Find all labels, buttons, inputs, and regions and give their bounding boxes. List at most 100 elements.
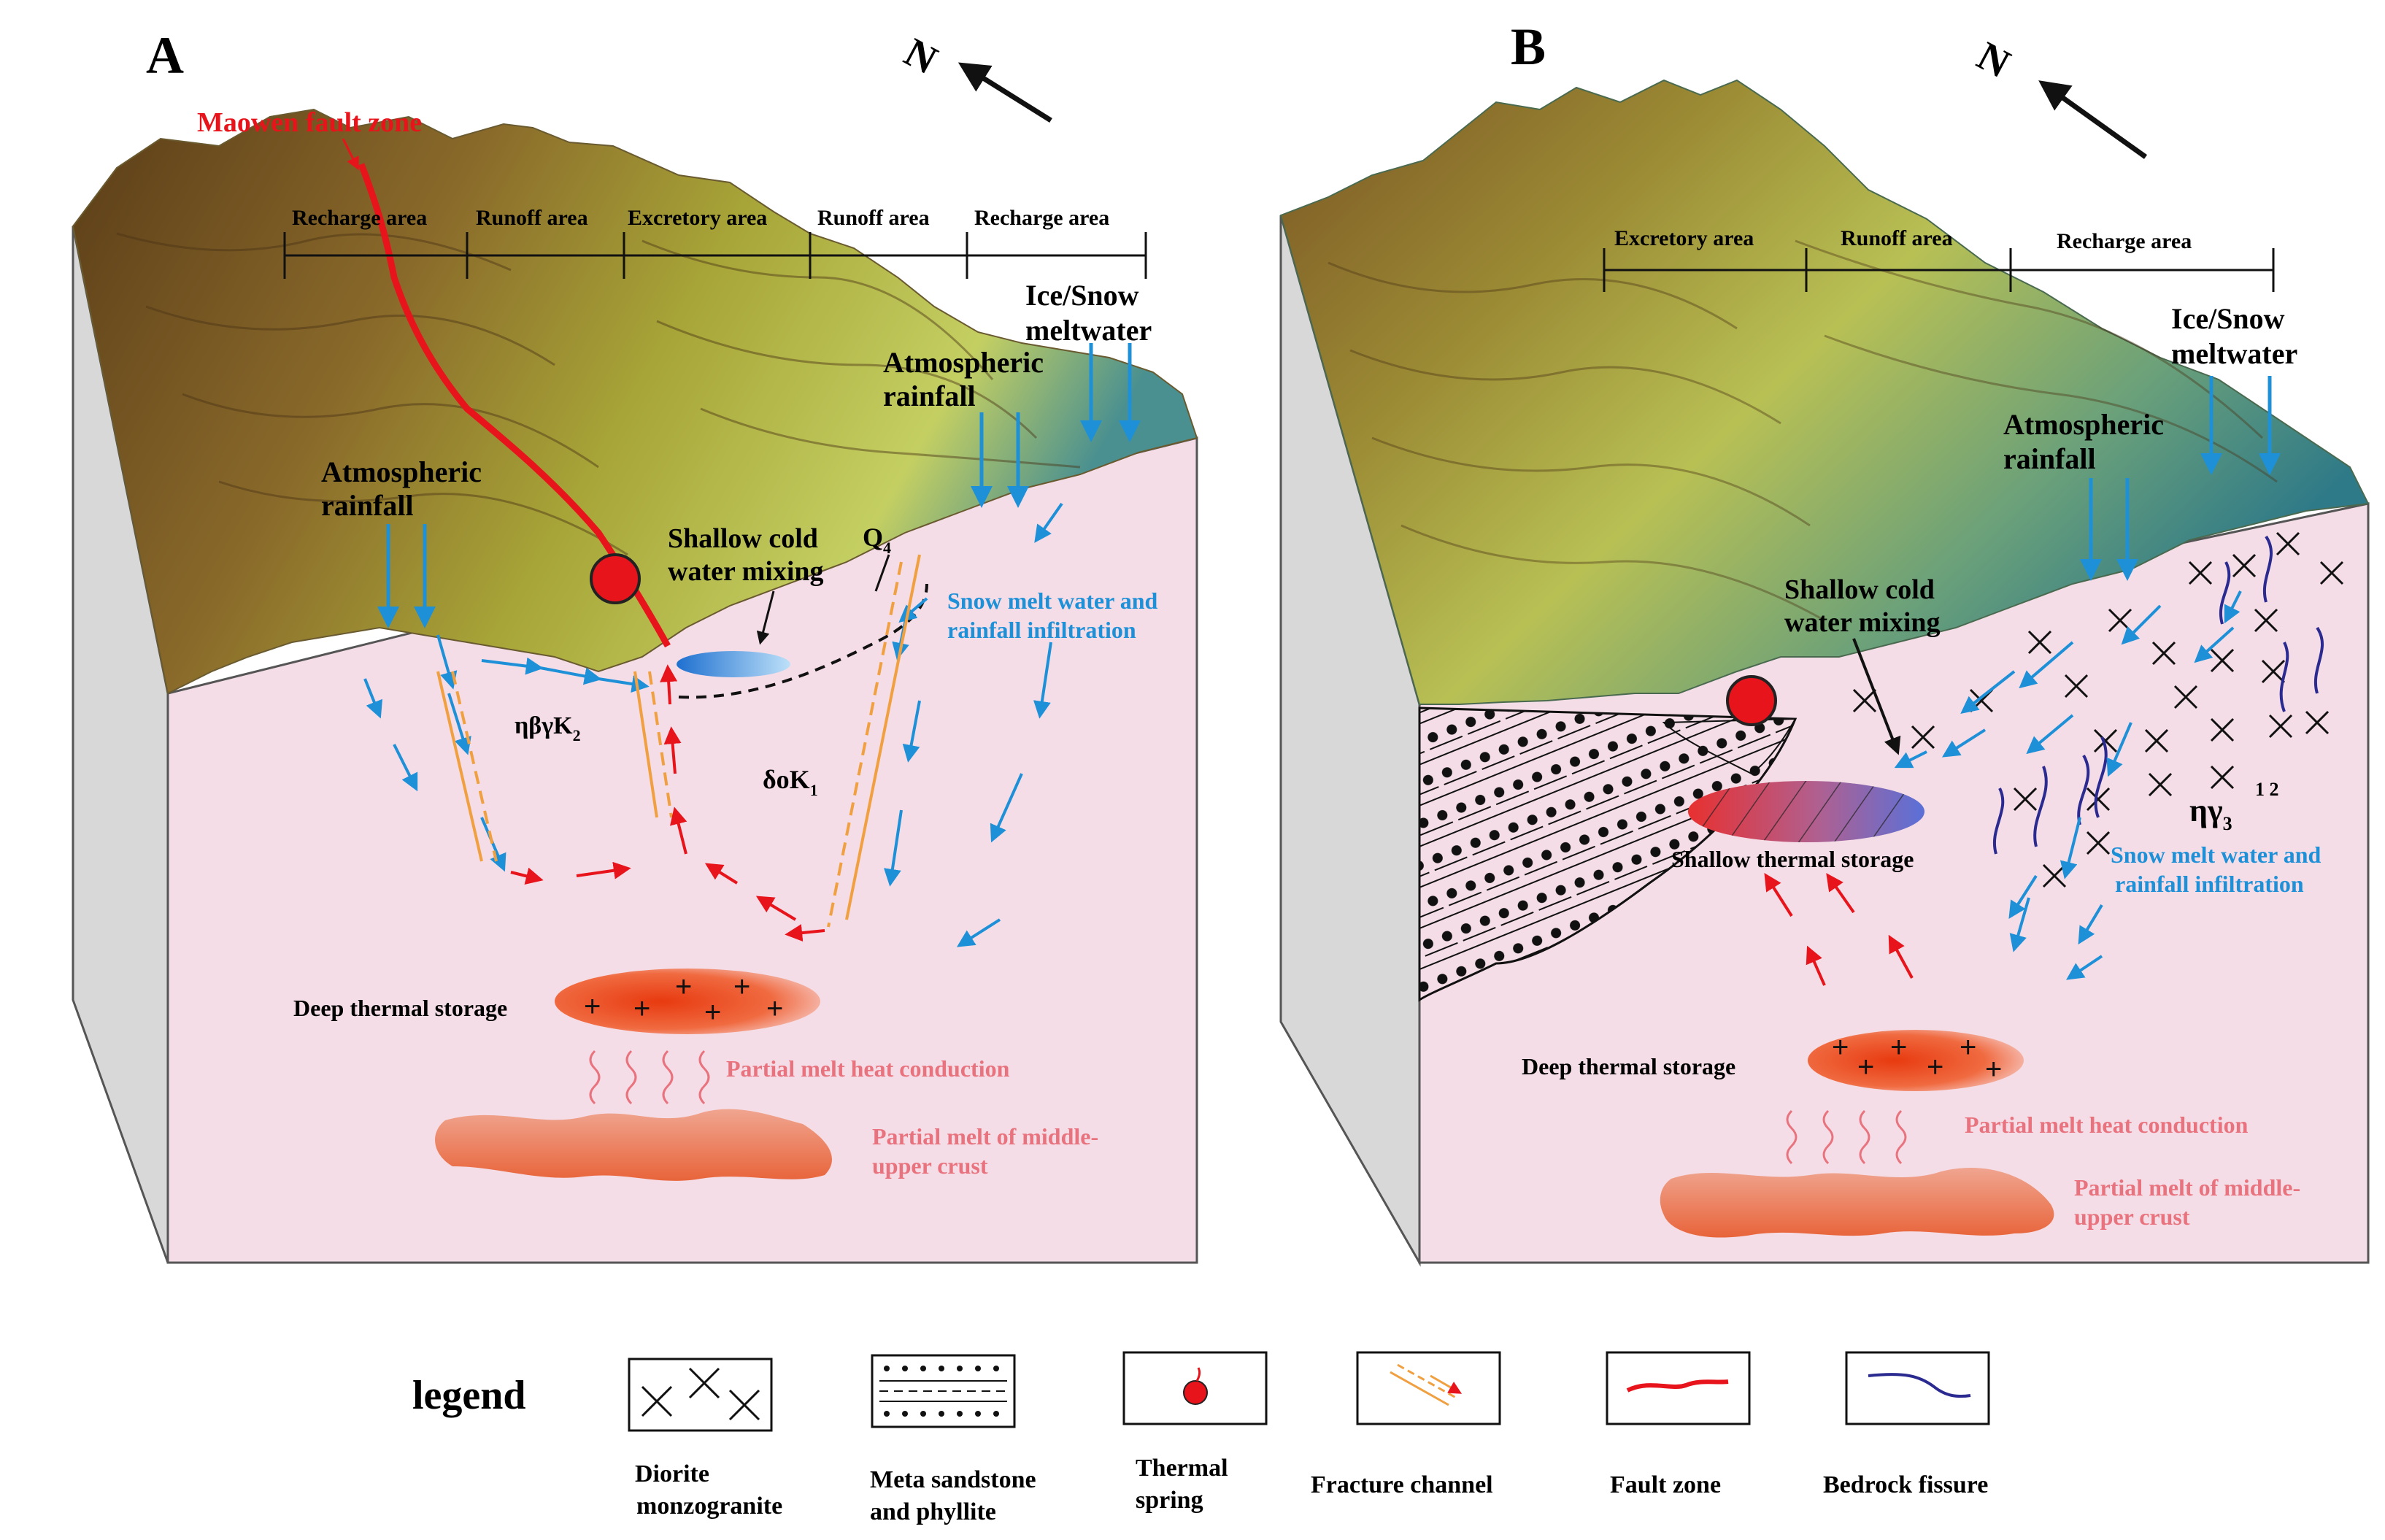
legend-item-fracture-channel: Fracture channel	[1311, 1351, 1501, 1498]
legend-label-2: spring	[1136, 1487, 1203, 1514]
north-label: N	[1970, 34, 2017, 88]
svg-text:+: +	[584, 990, 601, 1023]
legend: legend Diorite monzogranite M	[412, 1351, 1990, 1525]
q4-label: Q4	[863, 523, 891, 557]
q4-leader	[874, 554, 890, 592]
fault-zone-icon	[1626, 1379, 1729, 1393]
snow-infiltration-label-1: Snow melt water and	[947, 588, 1158, 614]
partial-melt-label-2: upper crust	[2074, 1204, 2190, 1230]
ice-snow-label-2: meltwater	[1025, 314, 1152, 347]
legend-label-1: Thermal	[1136, 1455, 1228, 1482]
north-arrow-icon	[2038, 80, 2148, 159]
thermal-spring-icon	[590, 553, 641, 604]
zone-label-runoff-left: Runoff area	[476, 206, 588, 230]
rainfall-left-label-1: Atmospheric	[321, 455, 482, 488]
svg-text:+: +	[1857, 1051, 1874, 1083]
fracture-channel-icon	[1390, 1363, 1463, 1406]
cold-water-lens	[677, 651, 790, 677]
rainfall-right-label-1: Atmospheric	[883, 346, 1044, 379]
fault-leader	[342, 138, 359, 171]
formation-label-2: δoK1	[763, 765, 818, 799]
zone-label-runoff-right: Runoff area	[817, 206, 930, 230]
fault-zone-label: Maowen fault zone	[197, 107, 422, 138]
svg-text:+: +	[766, 993, 783, 1025]
deep-thermal-storage-label: Deep thermal storage	[293, 995, 507, 1021]
terrain-ridges	[116, 232, 1081, 556]
north-arrow-icon	[958, 62, 1052, 123]
shallow-mixing-label-1: Shallow cold	[1784, 574, 1935, 605]
legend-label-1: Diorite	[635, 1460, 709, 1487]
meta-sandstone-phyllite-body	[1418, 707, 1798, 1002]
deep-storage-plus-signs: +++ +++	[1832, 1031, 2002, 1085]
shallow-mixing-label-2: water mixing	[668, 556, 824, 587]
bedrock-fissures	[1993, 535, 2324, 855]
shallow-mixing-label-2: water mixing	[1784, 607, 1941, 638]
partial-melt-label-1: Partial melt of middle-	[2074, 1174, 2300, 1201]
zone-label-recharge-left: Recharge area	[292, 206, 427, 230]
heat-conduction-label: Partial melt heat conduction	[726, 1055, 1010, 1082]
north-arrow: N	[1970, 34, 2148, 159]
quaternary-boundary	[678, 583, 928, 699]
north-label: N	[897, 30, 944, 84]
legend-item-fault-zone: Fault zone	[1606, 1351, 1751, 1498]
zone-label-runoff: Runoff area	[1841, 226, 1953, 250]
partial-melt-body	[1660, 1168, 2054, 1238]
zone-scale-bar	[283, 232, 1147, 279]
shallow-mixing-label-1: Shallow cold	[668, 523, 818, 554]
partial-melt-label-2: upper crust	[872, 1152, 988, 1179]
legend-item-thermal-spring: Thermal spring	[1122, 1351, 1268, 1514]
panel-b: B N Excretory area Runoff area Recharge …	[1279, 18, 2370, 1267]
north-arrow: N	[897, 30, 1052, 123]
ice-snow-label-1: Ice/Snow	[1025, 279, 1139, 312]
svg-text:+: +	[733, 971, 750, 1003]
svg-text:+: +	[1890, 1031, 1907, 1063]
deep-thermal-storage-label: Deep thermal storage	[1522, 1053, 1735, 1079]
legend-label-2: monzogranite	[636, 1493, 782, 1520]
legend-label-1: Meta sandstone	[870, 1466, 1036, 1493]
formation-label-1: ηβγK2	[515, 712, 581, 744]
legend-item-bedrock-fissure: Bedrock fissure	[1823, 1351, 1990, 1498]
shallow-thermal-storage-label: Shallow thermal storage	[1671, 846, 1914, 872]
heat-conduction-label: Partial melt heat conduction	[1965, 1112, 2249, 1138]
legend-label-1: Fault zone	[1610, 1471, 1721, 1498]
legend-label-1: Fracture channel	[1311, 1471, 1493, 1498]
formation-label: ηγ3	[2189, 793, 2232, 834]
hot-water-arrows	[1764, 872, 1914, 986]
sandstone-pattern-icon	[879, 1366, 1007, 1417]
heat-conduction-squiggles	[1786, 1109, 1907, 1165]
zone-label-excretory: Excretory area	[1614, 226, 1754, 250]
rainfall-arrows	[2080, 376, 2281, 581]
ice-snow-label-2: meltwater	[2171, 337, 2297, 370]
svg-text:+: +	[1927, 1051, 1943, 1083]
infiltration-arrows	[1894, 590, 2242, 980]
svg-text:+: +	[633, 993, 650, 1025]
snow-infiltration-label-2: rainfall infiltration	[947, 617, 1136, 643]
zone-label-recharge-right: Recharge area	[974, 206, 1109, 230]
rainfall-label-1: Atmospheric	[2003, 408, 2164, 441]
svg-text:+: +	[675, 971, 692, 1003]
svg-text:+: +	[1960, 1031, 1976, 1063]
deep-storage-plus-signs: + + + + + +	[584, 971, 783, 1028]
ice-snow-label-1: Ice/Snow	[2171, 302, 2285, 335]
panel-letter: A	[146, 26, 184, 85]
shallow-mixing-leader	[1852, 638, 1901, 755]
svg-text:+: +	[1985, 1053, 2002, 1085]
partial-melt-label-1: Partial melt of middle-	[872, 1123, 1098, 1150]
snow-infiltration-label-1: Snow melt water and	[2111, 842, 2322, 868]
legend-title: legend	[412, 1373, 526, 1418]
panel-a: A N Maowen fault zone Recharge area Runo…	[72, 26, 1198, 1264]
svg-text:+: +	[704, 996, 721, 1028]
shallow-mixing-leader	[756, 590, 775, 645]
partial-melt-body	[435, 1109, 832, 1181]
diorite-pattern-icon	[641, 1367, 760, 1421]
hot-water-arrows	[510, 664, 825, 942]
bedrock-fissure-icon	[1868, 1373, 1971, 1398]
diorite-cross-pattern	[1852, 531, 2344, 888]
legend-label-1: Bedrock fissure	[1823, 1471, 1988, 1498]
legend-item-diorite: Diorite monzogranite	[628, 1358, 782, 1520]
legend-item-sandstone: Meta sandstone and phyllite	[870, 1354, 1036, 1525]
heat-conduction-squiggles	[589, 1050, 710, 1105]
rainfall-left-label-2: rainfall	[321, 489, 414, 522]
shallow-storage-hatch	[1688, 781, 1924, 842]
